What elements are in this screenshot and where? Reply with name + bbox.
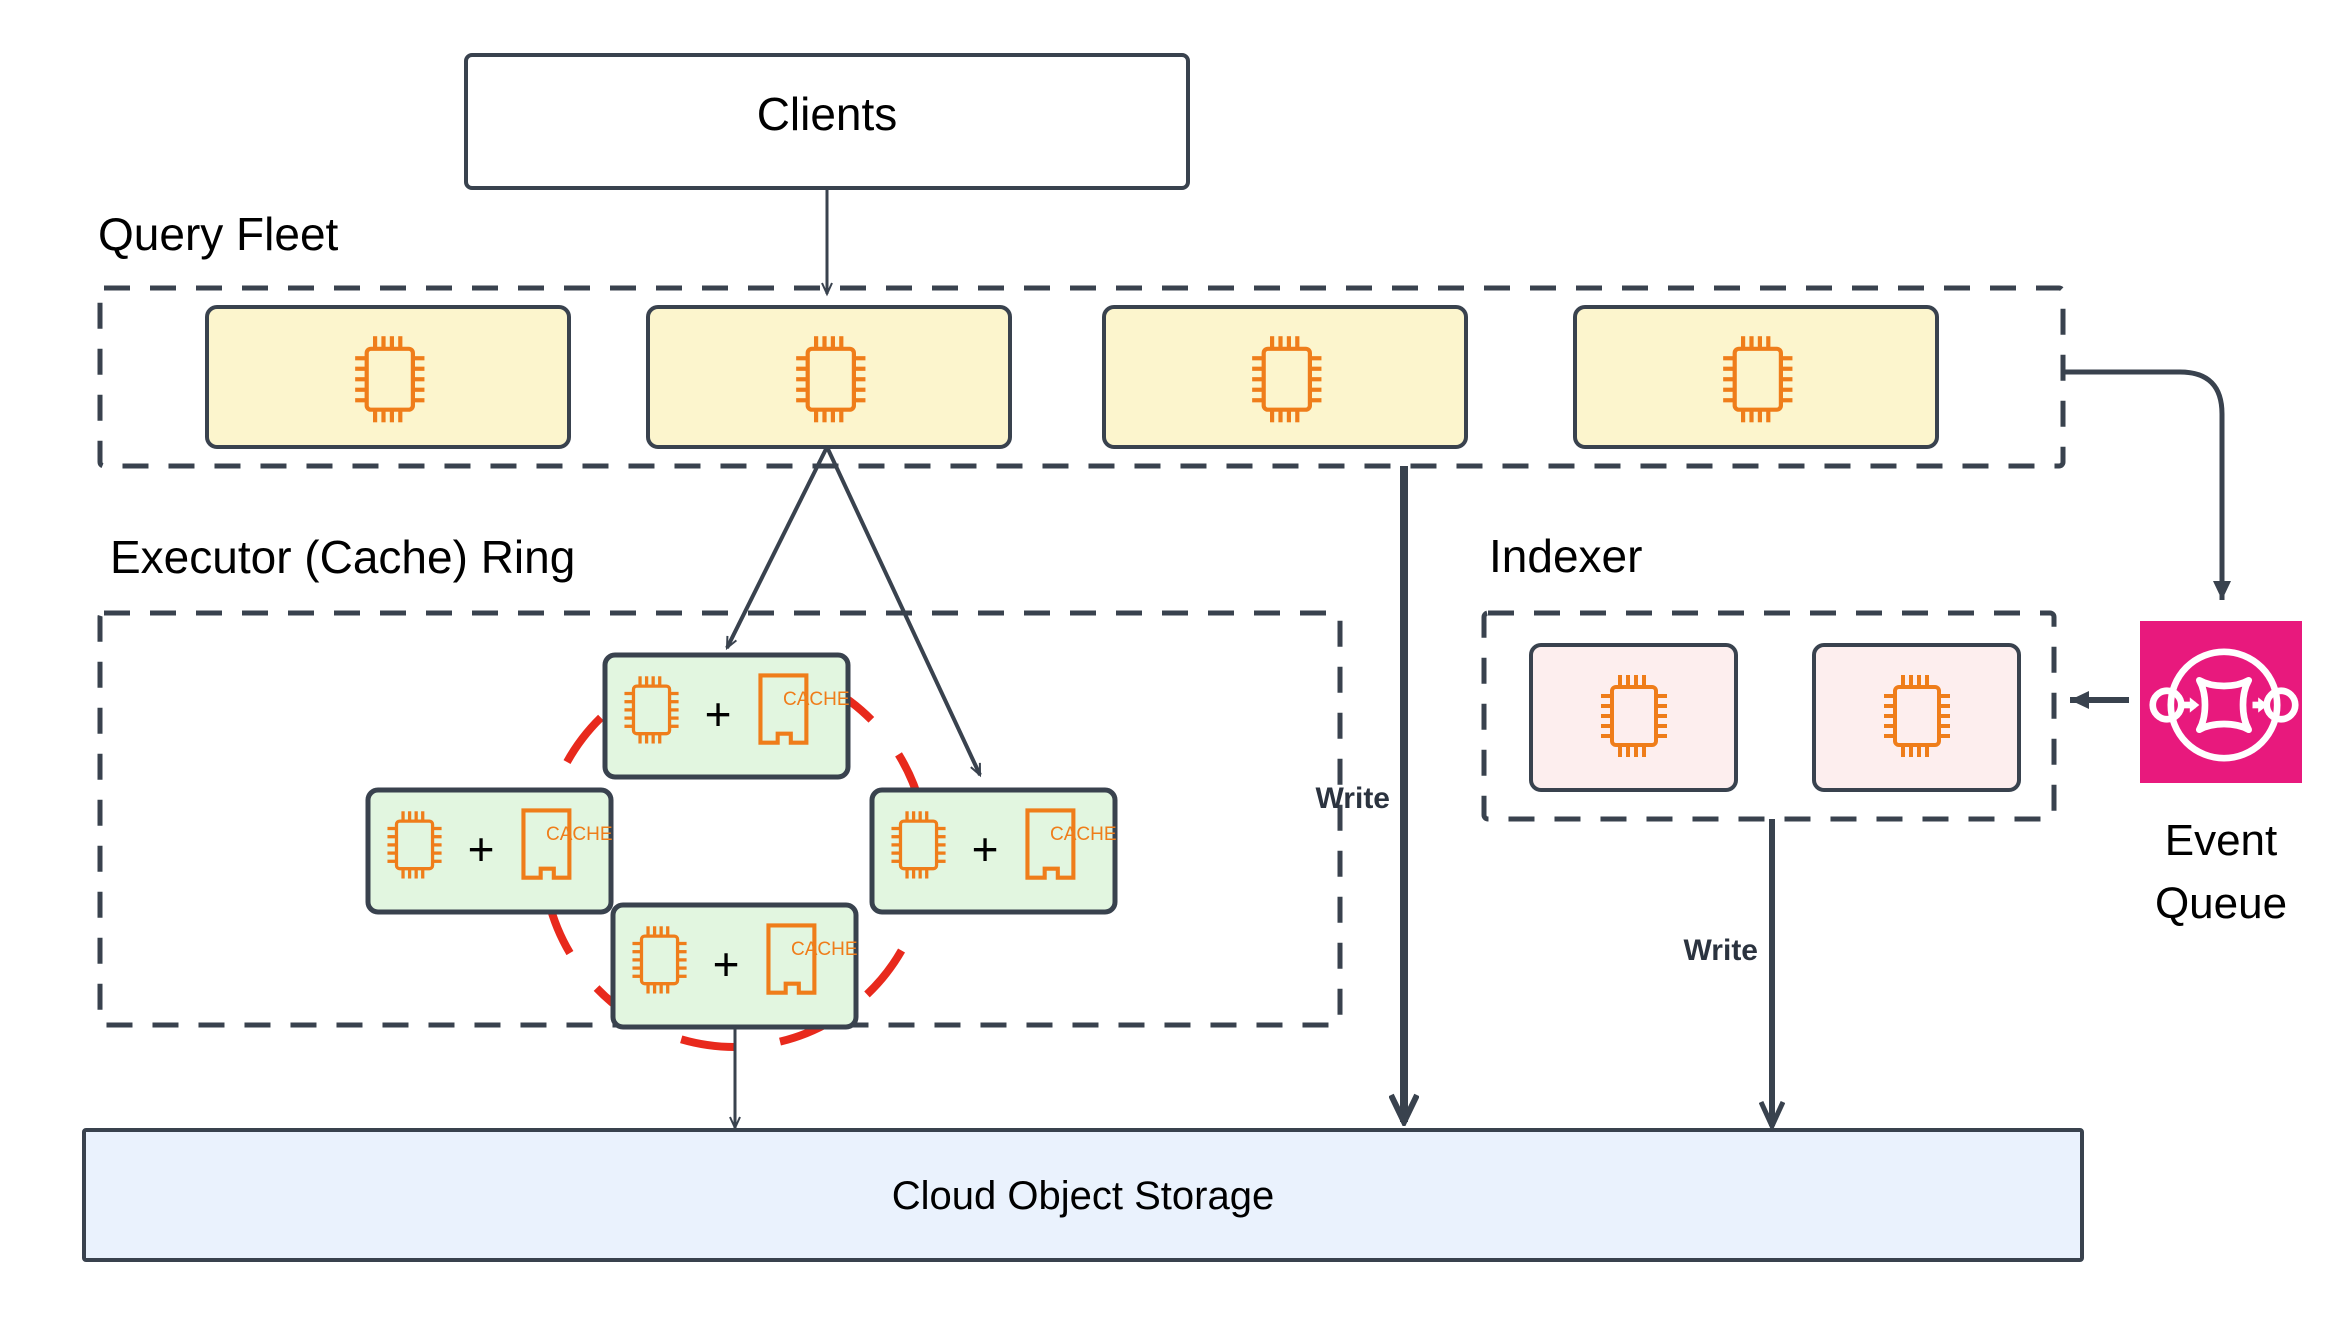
cloud-object-storage-node[interactable]: Cloud Object Storage	[82, 1128, 2084, 1262]
storage-label: Cloud Object Storage	[892, 1174, 1274, 1218]
clients-label: Clients	[757, 88, 898, 140]
plus-sign: +	[972, 823, 999, 875]
executor-node-bottom[interactable]: + CACHE	[610, 902, 859, 1030]
cache-label: CACHE	[546, 824, 613, 845]
executor-node-top[interactable]: + CACHE	[602, 652, 851, 780]
query-fleet-node-1[interactable]	[205, 305, 571, 449]
clients-node[interactable]: Clients	[464, 53, 1190, 190]
edge-fleet-to-executor-top	[725, 446, 829, 651]
query-fleet-node-4[interactable]	[1573, 305, 1939, 449]
event-queue-label-line1: Event	[2165, 816, 2278, 865]
query-fleet-node-2[interactable]	[646, 305, 1012, 449]
storage-box[interactable]	[82, 1128, 2084, 1262]
write-label-indexer: Write	[1684, 934, 1758, 967]
query-fleet-group-label: Query Fleet	[98, 208, 339, 260]
indexer-node-1[interactable]	[1529, 643, 1738, 792]
edge-fleet-to-event-queue	[2063, 369, 2231, 600]
executor-node-left[interactable]: + CACHE	[365, 787, 614, 915]
event-queue-node[interactable]: Event Queue	[2140, 621, 2302, 928]
executor-ring-group-label: Executor (Cache) Ring	[110, 531, 575, 583]
query-fleet-node-3[interactable]	[1102, 305, 1468, 449]
executor-node-right[interactable]: + CACHE	[869, 787, 1118, 915]
indexer-container	[1481, 610, 2057, 822]
cache-label: CACHE	[791, 939, 858, 960]
plus-sign: +	[468, 823, 495, 875]
query-fleet-container	[97, 285, 2066, 469]
plus-sign: +	[713, 938, 740, 990]
event-queue-label-line2: Queue	[2155, 879, 2287, 928]
write-label-fleet: Write	[1316, 782, 1390, 815]
cache-label: CACHE	[1050, 824, 1117, 845]
indexer-node-2[interactable]	[1812, 643, 2021, 792]
edge-fleet-to-executor-right	[825, 446, 982, 778]
indexer-group-label: Indexer	[1489, 530, 1642, 582]
cache-label: CACHE	[783, 689, 850, 710]
plus-sign: +	[705, 688, 732, 740]
